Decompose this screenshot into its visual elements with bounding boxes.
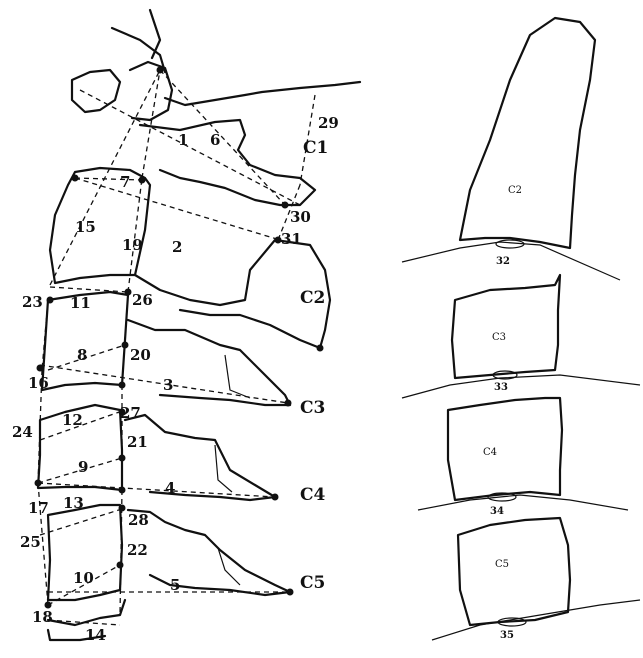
- c1-posterior-arch: [140, 120, 315, 205]
- num-16: 16: [28, 374, 49, 392]
- num-23: 23: [22, 293, 43, 311]
- disc-number-33: 33: [494, 382, 508, 393]
- schematic-label-c5: C5: [495, 559, 509, 570]
- point: [47, 297, 54, 304]
- num-11: 11: [70, 294, 91, 312]
- schematic-label-c2: C2: [508, 185, 522, 196]
- dens-outline: [130, 62, 172, 120]
- num-30: 30: [290, 208, 311, 226]
- num-20: 20: [130, 346, 151, 364]
- num-4: 4: [165, 479, 175, 497]
- point: [125, 289, 132, 296]
- label-c4: C4: [300, 485, 326, 505]
- num-31: 31: [281, 230, 302, 248]
- label-c3: C3: [300, 398, 325, 418]
- schematic-label-c4: C4: [483, 447, 497, 458]
- num-25: 25: [20, 533, 41, 551]
- c3-facet-line: [225, 355, 250, 398]
- line-13: [40, 508, 125, 535]
- num-2: 2: [172, 238, 182, 256]
- right-schematic-diagram: C2 C3 C4 C5 32 33 34 35: [402, 18, 640, 641]
- point: [119, 505, 126, 512]
- c5-posterior-outline: [128, 510, 290, 595]
- point: [272, 494, 279, 501]
- atlas-anterior-outline: [72, 70, 120, 112]
- num-27: 27: [120, 404, 141, 422]
- num-12: 12: [62, 411, 83, 429]
- c2-body-outline: [50, 168, 150, 283]
- line-1: [80, 90, 300, 205]
- num-15: 15: [75, 218, 96, 236]
- line-7: [75, 178, 142, 180]
- num-5: 5: [170, 576, 180, 594]
- endplate-line-2: [402, 375, 640, 398]
- c5-facet-line: [218, 548, 240, 585]
- point: [117, 562, 124, 569]
- point: [122, 342, 129, 349]
- point: [119, 455, 126, 462]
- schematic-label-c3: C3: [492, 332, 506, 343]
- label-c1: C1: [303, 138, 328, 158]
- num-3: 3: [163, 376, 173, 394]
- endplate-line-3: [418, 495, 628, 510]
- num-18: 18: [32, 608, 53, 626]
- disc-number-34: 34: [490, 506, 504, 517]
- num-8: 8: [77, 346, 87, 364]
- num-19: 19: [122, 236, 143, 254]
- point: [72, 175, 79, 182]
- num-29: 29: [318, 114, 339, 132]
- num-6: 6: [210, 131, 220, 149]
- num-17: 17: [28, 499, 49, 517]
- point: [35, 480, 42, 487]
- c4-posterior-outline: [125, 415, 275, 500]
- num-28: 28: [128, 511, 149, 529]
- num-1: 1: [178, 131, 188, 149]
- c3-posterior-outline: [128, 320, 290, 405]
- num-22: 22: [127, 541, 148, 559]
- point: [282, 202, 289, 209]
- num-21: 21: [127, 433, 148, 451]
- num-24: 24: [12, 423, 33, 441]
- point: [139, 177, 146, 184]
- line-11: [50, 287, 128, 292]
- point: [119, 487, 126, 494]
- point: [157, 67, 164, 74]
- disc-number-35: 35: [500, 630, 514, 641]
- left-spine-diagram: C1 C2 C3 C4 C5 1 2 3 4 5 6 7 8 9 10 11 1…: [12, 10, 360, 644]
- num-26: 26: [132, 291, 153, 309]
- num-10: 10: [73, 569, 94, 587]
- point: [119, 382, 126, 389]
- line-2: [75, 178, 280, 240]
- disc-number-32: 32: [496, 256, 510, 267]
- point: [37, 365, 44, 372]
- label-c5: C5: [300, 573, 325, 593]
- num-7: 7: [120, 173, 130, 191]
- num-14: 14: [85, 626, 106, 644]
- point: [285, 400, 292, 407]
- schematic-c2: [460, 18, 595, 248]
- num-9: 9: [78, 458, 88, 476]
- label-c2: C2: [300, 288, 325, 308]
- schematic-c4: [448, 398, 562, 500]
- num-13: 13: [63, 494, 84, 512]
- schematic-c3: [452, 275, 560, 378]
- schematic-c5: [458, 518, 570, 625]
- point: [287, 589, 294, 596]
- point: [317, 345, 324, 352]
